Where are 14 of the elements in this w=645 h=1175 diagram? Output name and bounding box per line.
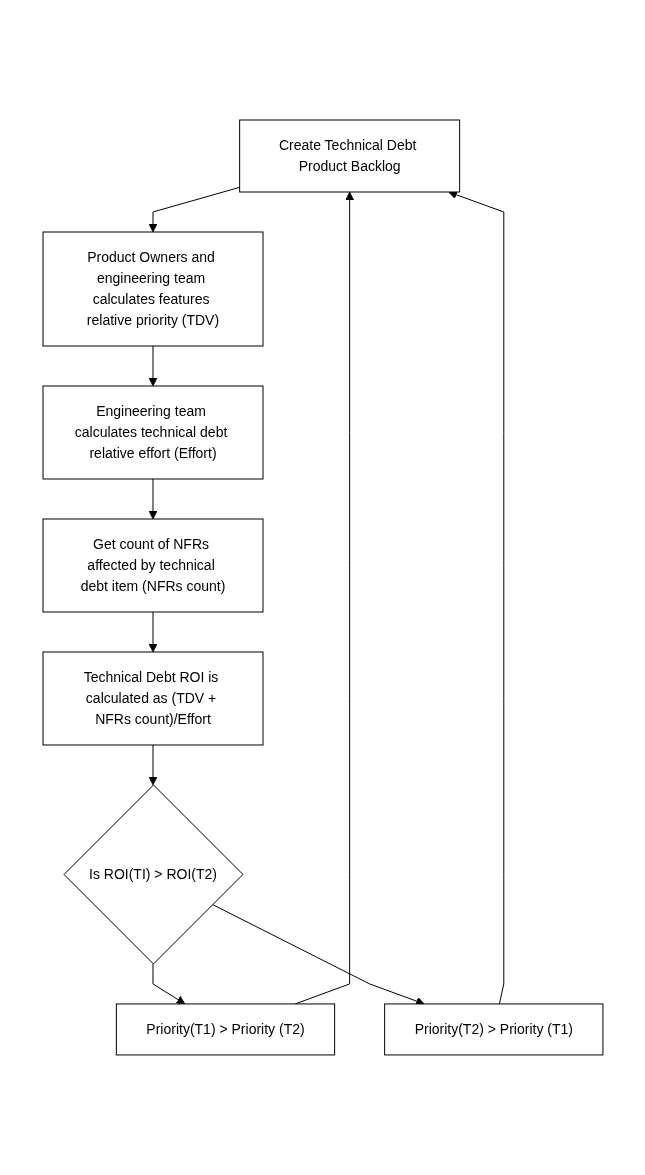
- node-box: Technical Debt ROI is calculated as (TDV + NFRs count)/Effort: [42, 651, 264, 746]
- node-box: Create Technical Debt Product Backlog: [238, 119, 460, 193]
- node-box: Engineering team calculates technical debt relative effort (Effort): [42, 385, 264, 480]
- arrow: [148, 186, 240, 233]
- arrow: [148, 345, 157, 387]
- node-box: Priority(T1) > Priority (T2): [115, 1003, 335, 1056]
- arrow: [148, 478, 157, 520]
- arrow: [148, 611, 157, 653]
- arrow: [148, 744, 157, 786]
- node-diamond: Is ROI(TI) > ROI(T2): [63, 784, 243, 965]
- node-box: Priority(T2) > Priority (T1): [383, 1003, 603, 1056]
- arrow: [152, 963, 185, 1005]
- node-box: Get count of NFRs affected by technical debt item (NFRs count): [42, 518, 264, 613]
- node-box: Product Owners and engineering team calculates features relative priority (TDV): [42, 231, 264, 347]
